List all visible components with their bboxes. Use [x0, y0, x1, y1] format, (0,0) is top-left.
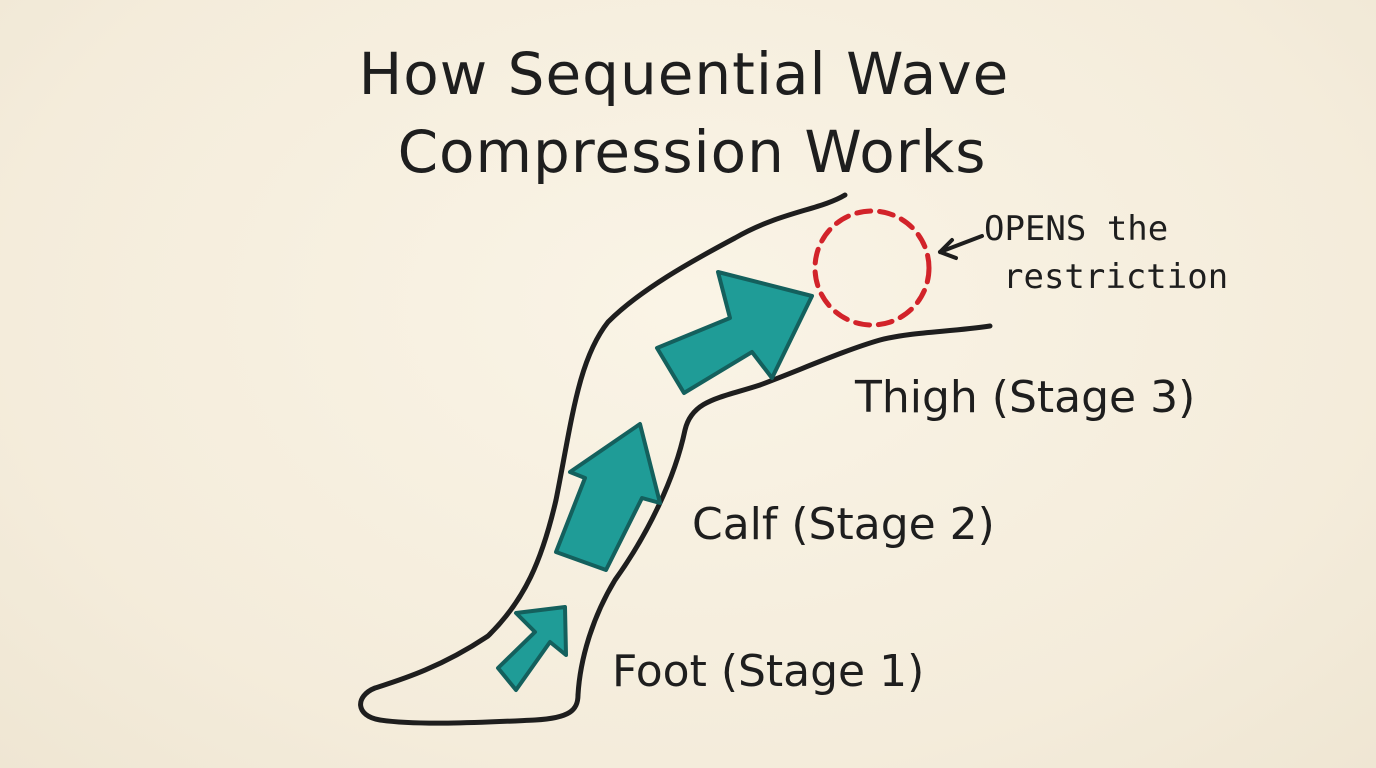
title-line-1: How Sequential Wave — [358, 40, 1010, 108]
thigh-arrow-icon — [655, 270, 814, 395]
title-line-2: Compression Works — [397, 118, 987, 186]
annotation-line-2: restriction — [1003, 257, 1229, 297]
foot-stage-label: Foot (Stage 1) — [612, 646, 925, 697]
annotation-line-1: OPENS the — [984, 209, 1169, 249]
calf-arrow-icon — [554, 422, 662, 572]
leg-outline-back — [358, 192, 848, 726]
leg-outline-front — [575, 323, 993, 698]
restriction-dashed-circle-icon — [812, 208, 932, 328]
annotation-left-arrow-icon — [938, 234, 984, 260]
foot-arrow-icon — [496, 605, 568, 692]
calf-stage-label: Calf (Stage 2) — [692, 499, 995, 550]
thigh-stage-label: Thigh (Stage 3) — [855, 372, 1196, 423]
